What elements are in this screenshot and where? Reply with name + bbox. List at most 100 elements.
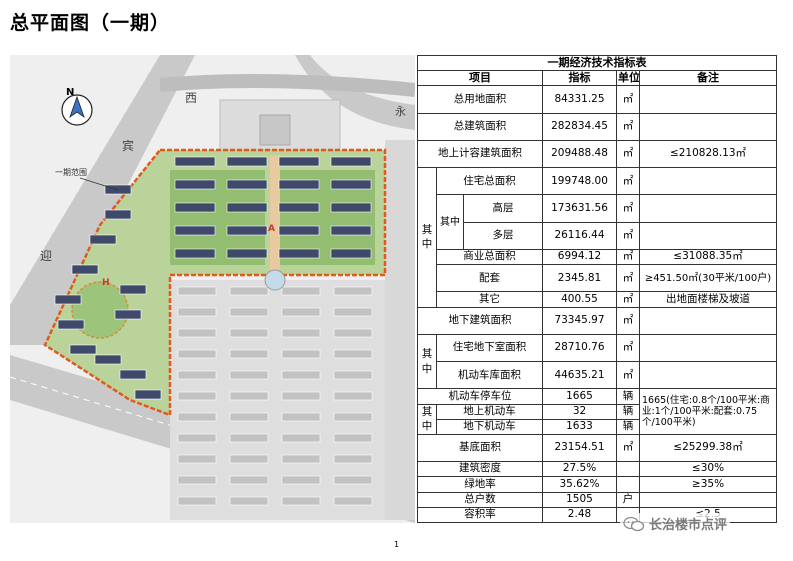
header-note: 备注 [639, 70, 777, 87]
building-block [333, 286, 373, 296]
watermark-text: 长治楼市点评 [649, 518, 728, 533]
building-block [229, 307, 269, 317]
building-block [119, 284, 147, 295]
building-block [226, 248, 268, 259]
building-block [330, 202, 372, 213]
building-block [174, 248, 216, 259]
building-block [281, 370, 321, 380]
building-block [333, 454, 373, 464]
table-row: 其中 地上机动车 32 辆 [417, 403, 777, 435]
building-block [54, 294, 82, 305]
building-block [229, 454, 269, 464]
building-block [281, 349, 321, 359]
building-block [278, 225, 320, 236]
header-value: 指标 [542, 70, 617, 87]
building-block [278, 156, 320, 167]
building-block [333, 307, 373, 317]
table-row: 总建筑面积 282834.45 ㎡ [417, 112, 777, 141]
group-label-qizhong-sub: 其中 [436, 194, 464, 250]
building-block [278, 202, 320, 213]
table-row: 地下建筑面积 73345.97 ㎡ [417, 306, 777, 335]
building-block [229, 391, 269, 401]
building-block [71, 264, 99, 275]
building-block [229, 475, 269, 485]
building-block [229, 433, 269, 443]
table-row: 多层 26116.44 ㎡ [418, 221, 777, 251]
building-block [226, 202, 268, 213]
building-block [104, 184, 132, 195]
building-block [104, 209, 132, 220]
building-block [333, 496, 373, 506]
table-row: 商业总面积 6994.12 ㎡ ≤31088.35㎡ [418, 248, 777, 266]
building-block [134, 389, 162, 400]
building-block [333, 328, 373, 338]
table-row: 配套 2345.81 ㎡ ≥451.50㎡(30平米/100户) [418, 264, 777, 293]
group-label-qizhong-parking: 其中 [417, 403, 437, 435]
wechat-icon [623, 516, 645, 531]
building-block [177, 370, 217, 380]
building-block [333, 349, 373, 359]
group-label-qizhong-underground: 其中 [417, 333, 437, 390]
building-block [278, 248, 320, 259]
building-block [333, 391, 373, 401]
building-block [177, 496, 217, 506]
table-row: 绿地率 35.62% ≥35% [417, 476, 777, 493]
building-block [229, 370, 269, 380]
building-block [69, 344, 97, 355]
table-row: 地下机动车 1633 辆 [418, 418, 777, 435]
building-block [226, 156, 268, 167]
building-block [278, 179, 320, 190]
table-row: 地上计容建筑面积 209488.48 ㎡ ≤210828.13㎡ [417, 139, 777, 169]
building-block [174, 179, 216, 190]
building-block [281, 286, 321, 296]
building-block [330, 225, 372, 236]
building-block [281, 412, 321, 422]
building-block [281, 433, 321, 443]
building-block [229, 496, 269, 506]
building-block [226, 179, 268, 190]
economic-indicators-table: 一期经济技术指标表 项目 指标 单位 备注 总用地面积 84331.25 ㎡ 总… [417, 54, 777, 524]
table-row: 总户数 1505 户 [417, 491, 777, 508]
east-strip [385, 140, 415, 520]
table-row: 机动车库面积 44635.21 ㎡ [418, 361, 777, 390]
building-block [229, 328, 269, 338]
building-block [333, 433, 373, 443]
north-label: N [66, 87, 74, 98]
building-block [94, 354, 122, 365]
road-label-west: 西 [185, 91, 197, 105]
scope-label: 一期范围 [55, 167, 87, 177]
building-block [333, 475, 373, 485]
header-unit: 单位 [616, 70, 640, 87]
phase-one-boundary [43, 148, 387, 417]
parking-note: 1665(住宅:0.8个/100平米:商业:1个/100平米:配套:0.75个/… [639, 388, 777, 435]
building-block [177, 307, 217, 317]
building-block [330, 248, 372, 259]
site-plan-map: N 西 宾 迎 永 一期范围 A H [10, 55, 415, 523]
north-road [295, 55, 415, 130]
table-row: 基底面积 23154.51 ㎡ ≤25299.38㎡ [417, 433, 777, 463]
building-block [89, 234, 117, 245]
building-block [229, 286, 269, 296]
building-block [174, 202, 216, 213]
block-label-a: A [268, 224, 275, 234]
building-block [333, 412, 373, 422]
building-block [330, 156, 372, 167]
building-block [119, 369, 147, 380]
road-label-yong: 永 [395, 104, 406, 118]
building-block [330, 179, 372, 190]
northwest-road [10, 55, 195, 345]
building-block [229, 349, 269, 359]
building-block [174, 156, 216, 167]
building-block [177, 433, 217, 443]
building-block [229, 412, 269, 422]
building-block [281, 391, 321, 401]
building-block [177, 349, 217, 359]
building-block [281, 328, 321, 338]
header-item: 项目 [417, 70, 543, 87]
road-label-bin: 宾 [122, 138, 134, 153]
building-block [174, 225, 216, 236]
table-row: 其中 住宅地下室面积 28710.76 ㎡ [417, 333, 777, 390]
north-arrow-icon: N [61, 87, 93, 126]
table-row: 机动车停车位 1665 辆 1665(住宅:0.8个/100平米:商业:1个/1… [417, 388, 777, 435]
building-block [57, 319, 85, 330]
